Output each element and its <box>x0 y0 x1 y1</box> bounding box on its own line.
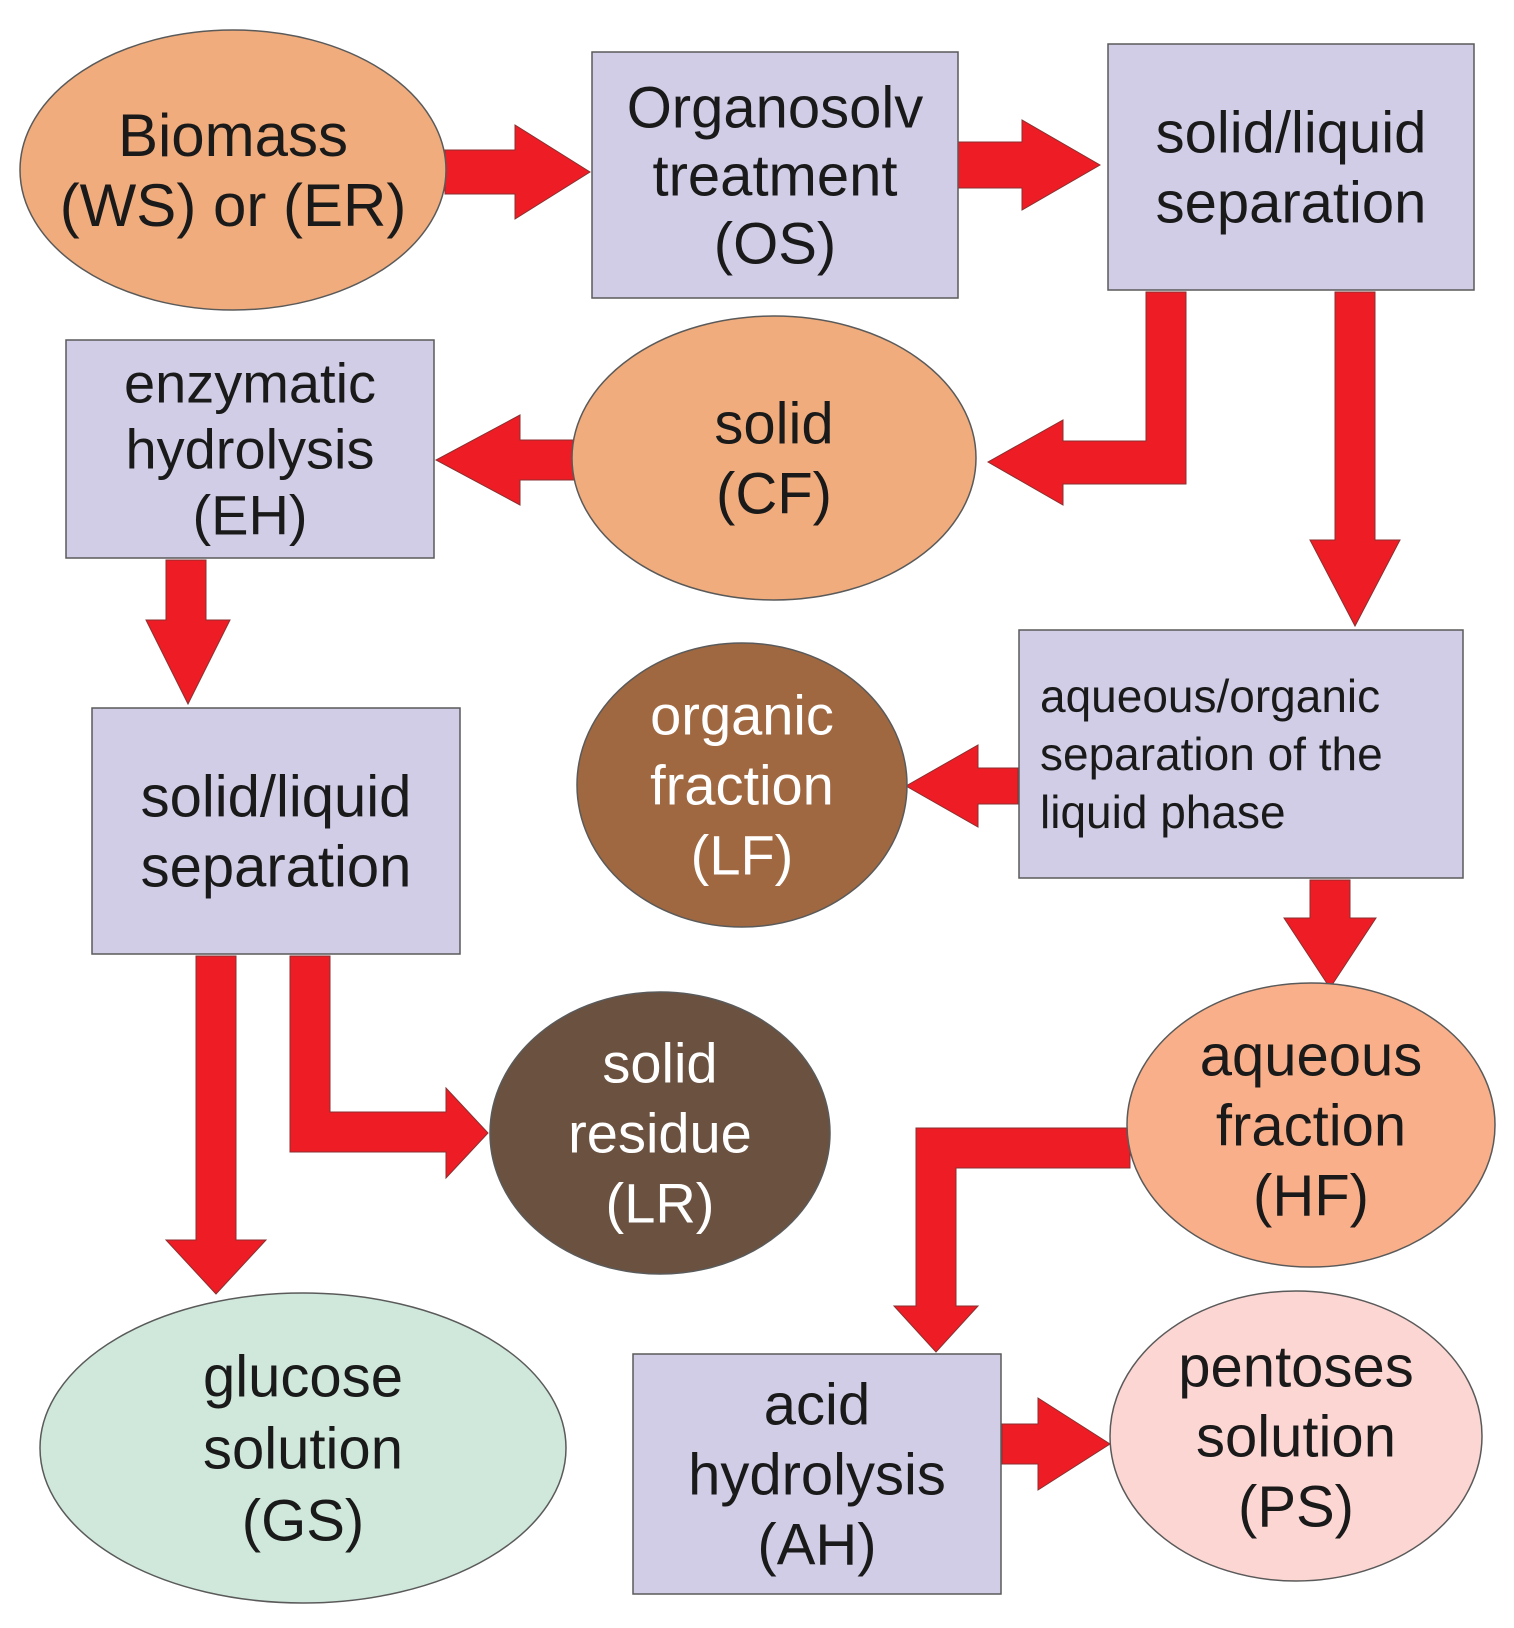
node-label-line: enzymatic <box>124 352 376 415</box>
node-label-line: separation of the <box>1040 728 1383 780</box>
node-box <box>65 339 435 559</box>
node-ellipse <box>19 29 447 311</box>
node-label-line: separation <box>1156 170 1427 235</box>
node-label-line: solid <box>714 391 833 456</box>
node-box <box>591 51 959 299</box>
node-label-line: glucose <box>203 1344 403 1409</box>
arrow-aq_org_sep-to-organic_lf <box>904 744 1019 828</box>
node-glucose-gs: glucose solution (GS) <box>39 1292 567 1604</box>
node-box <box>1018 629 1464 879</box>
node-label-line: (CF) <box>716 461 832 526</box>
node-label-line: (PS) <box>1238 1474 1354 1539</box>
arrow-aqueous_hf-to-acid_ah <box>892 1127 1131 1353</box>
node-label-line: fraction <box>650 754 834 817</box>
node-label-line: (LF) <box>691 824 794 887</box>
node-label-line: (WS) or (ER) <box>60 172 407 239</box>
node-label-line: (EH) <box>192 484 307 547</box>
node-label-line: aqueous/organic <box>1040 670 1380 722</box>
node-label-line: hydrolysis <box>126 418 375 481</box>
node-biomass: Biomass(WS) or (ER) <box>19 29 447 311</box>
node-label-line: (AH) <box>757 1512 876 1577</box>
node-label-line: fraction <box>1216 1093 1406 1158</box>
node-organic-lf: organic fraction (LF) <box>576 642 908 928</box>
node-ellipse <box>1109 1290 1483 1582</box>
node-label-line: separation <box>141 834 412 899</box>
node-label-line: hydrolysis <box>688 1442 946 1507</box>
node-label-line: solution <box>203 1416 403 1481</box>
node-label-line: pentoses <box>1178 1334 1413 1399</box>
arrow-organosolv-to-sl_sep_top <box>957 119 1102 211</box>
arrow-acid_ah-to-pentoses_ps <box>1001 1397 1111 1491</box>
node-residue-lr: solid residue (LR) <box>489 991 831 1275</box>
arrow-enzymatic-to-sl_sep_left <box>145 559 231 706</box>
node-label-line: (OS) <box>714 211 836 276</box>
node-ellipse <box>571 315 977 601</box>
node-label-line: solution <box>1196 1404 1396 1469</box>
node-label-line: treatment <box>653 143 898 208</box>
arrow-sl_sep_top-to-solid_cf <box>986 291 1187 506</box>
arrow-biomass-to-organosolv <box>444 124 591 220</box>
node-box <box>1107 43 1475 291</box>
arrow-sl_sep_top-to-aq_org_sep <box>1309 291 1401 628</box>
node-ellipse <box>1126 982 1496 1268</box>
node-label-line: Biomass <box>118 102 348 169</box>
arrow-aq_org_sep-to-aqueous_hf <box>1283 879 1377 989</box>
node-label-line: solid/liquid <box>1156 100 1427 165</box>
node-label-line: liquid phase <box>1040 786 1286 838</box>
arrow-sl_sep_left-to-residue_lr <box>289 955 489 1180</box>
arrow-sl_sep_left-to-glucose_gs <box>164 955 268 1295</box>
node-box <box>632 1353 1002 1595</box>
node-label-line: Organosolv <box>627 75 924 140</box>
node-aq-org-sep: aqueous/organic separation of the liquid p… <box>1018 629 1464 879</box>
node-ellipse <box>576 642 908 928</box>
nodes-layer: Biomass(WS) or (ER) Organosolvtreatment(O… <box>19 29 1496 1604</box>
node-label-line: (LR) <box>606 1172 715 1235</box>
arrow-solid_cf-to-enzymatic <box>434 414 577 506</box>
node-label-line: solid <box>602 1032 717 1095</box>
node-label-line: aqueous <box>1200 1023 1423 1088</box>
node-label-line: solid/liquid <box>141 764 412 829</box>
node-box <box>91 707 461 955</box>
node-label-line: (GS) <box>242 1488 364 1553</box>
node-ellipse <box>489 991 831 1275</box>
node-label-line: acid <box>764 1372 870 1437</box>
node-ellipse <box>39 1292 567 1604</box>
node-label-line: residue <box>568 1102 752 1165</box>
arrows-layer <box>145 119 1401 1491</box>
node-label-line: (HF) <box>1253 1163 1369 1228</box>
node-solid-cf: solid(CF) <box>571 315 977 601</box>
node-label-line: organic <box>650 684 834 747</box>
